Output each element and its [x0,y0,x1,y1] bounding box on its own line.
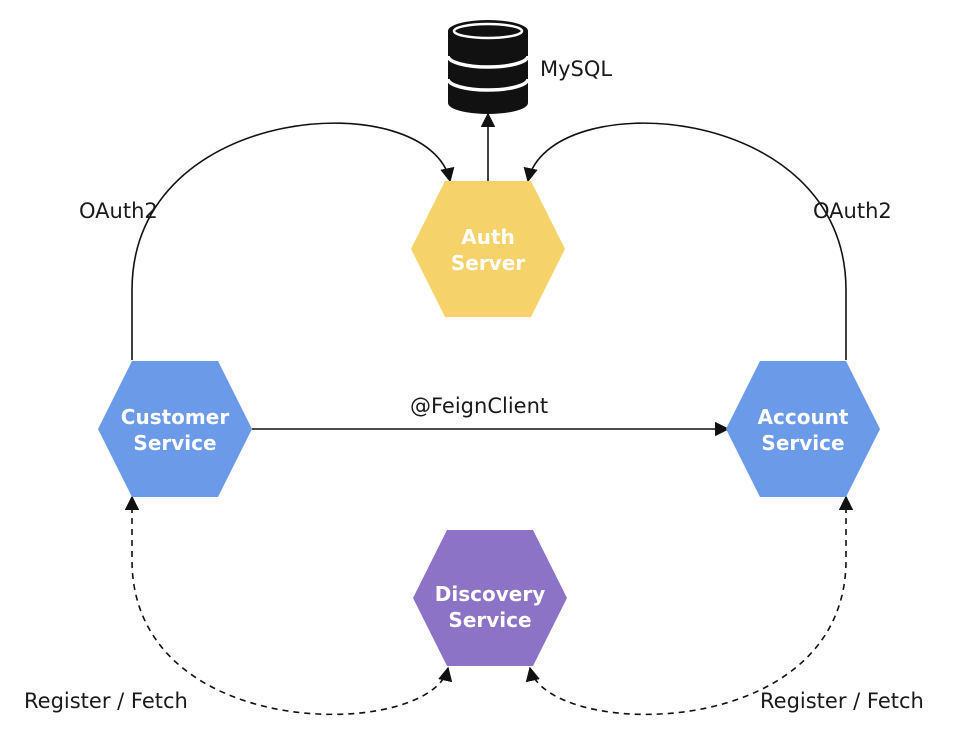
discovery-service-label-line2: Service [448,608,531,632]
customer-service-label-line1: Customer [121,405,230,429]
database-label: MySQL [540,57,612,81]
discovery-service-node: Discovery Service [413,530,567,666]
database-top-ring [452,22,524,40]
customer-service-node: Customer Service [98,361,252,497]
account-service-label-line1: Account [758,405,849,429]
customer-service-hexagon [98,361,252,497]
database-band-2 [446,78,530,92]
feign-client-label: @FeignClient [410,394,548,418]
auth-server-node: Auth Server [411,181,565,317]
account-service-label-line2: Service [761,431,844,455]
database-band-1 [446,55,530,69]
discovery-service-hexagon [413,530,567,666]
register-fetch-label-right: Register / Fetch [760,689,924,713]
edge-account-to-auth-oauth [523,122,847,360]
edge-customer-discovery-register [124,495,453,716]
edge-customer-to-auth-oauth [131,122,455,360]
auth-server-label-line2: Server [451,251,525,275]
customer-service-label-line2: Service [133,431,216,455]
auth-server-hexagon [411,181,565,317]
oauth-label-right: OAuth2 [813,199,892,223]
register-fetch-label-left: Register / Fetch [24,689,188,713]
database-icon [446,20,530,114]
auth-server-label-line1: Auth [461,225,515,249]
oauth-label-left: OAuth2 [79,199,158,223]
account-service-hexagon [726,361,880,497]
discovery-service-label-line1: Discovery [435,582,545,606]
edge-account-discovery-register [525,495,854,716]
account-service-node: Account Service [726,361,880,497]
